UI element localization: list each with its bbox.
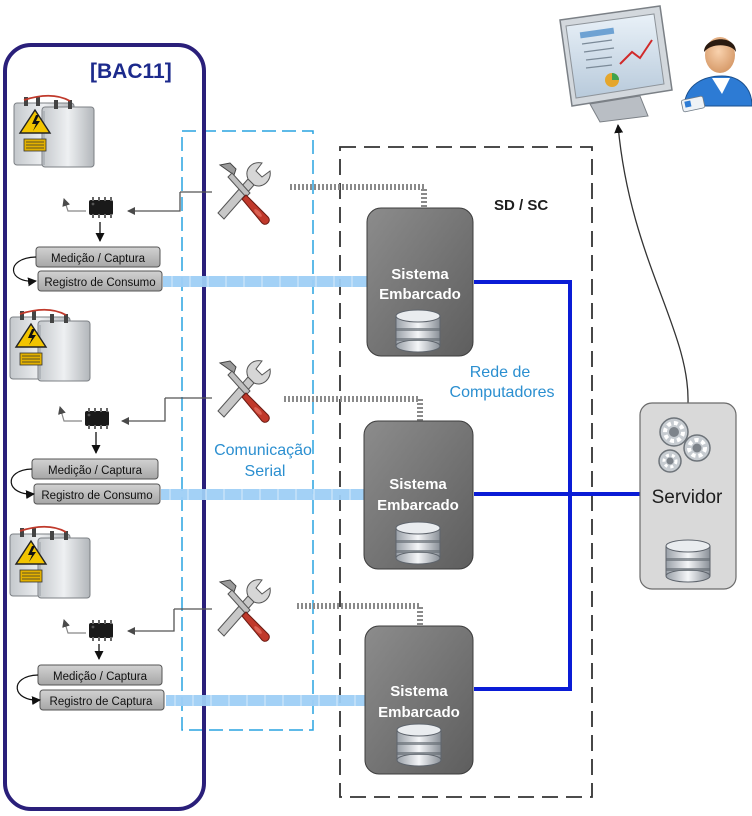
database-icon [395, 309, 441, 353]
network-label-line-1: Rede de [470, 364, 531, 381]
user-avatar-icon [680, 37, 752, 113]
sd-sc-zone-border [339, 146, 593, 798]
capture-block-1: Medição / Captura Registro de Consumo Si… [12, 94, 474, 357]
database-icon [665, 539, 711, 583]
embedded-label-line-1: Sistema [391, 266, 449, 283]
chip-side-arrow [58, 406, 82, 422]
embedded-label-line-2: Embarcado [378, 704, 460, 721]
tools-icon [217, 360, 271, 423]
network-links [474, 280, 640, 691]
capture-label: Medição / Captura [51, 253, 146, 265]
chip-side-arrow [62, 619, 86, 634]
register-label: Registro de Consumo [44, 277, 155, 289]
chip-icon [85, 408, 109, 429]
network-link-3 [474, 494, 572, 691]
tool-cable [284, 396, 423, 421]
server-to-user-arrow [614, 124, 689, 404]
chip-link [127, 609, 175, 635]
energy-meter-icon [13, 94, 95, 168]
embedded-label-line-1: Sistema [389, 476, 447, 493]
capture-block-2: Medição / Captura Registro de Consumo Si… [9, 308, 474, 570]
embedded-node [363, 420, 474, 570]
register-label: Registro de Consumo [41, 490, 152, 502]
network-label-line-2: Computadores [450, 384, 555, 401]
capture-label: Medição / Captura [48, 465, 143, 477]
tool-cable [290, 184, 427, 208]
sd-sc-label: SD / SC [494, 197, 548, 214]
serial-link [163, 276, 367, 287]
bac11-label: [BAC11] [90, 60, 172, 83]
server-node: Servidor [639, 402, 737, 590]
register-label: Registro de Captura [50, 696, 154, 708]
database-icon [396, 723, 442, 767]
energy-meter-icon [9, 308, 91, 382]
embedded-label-line-1: Sistema [390, 683, 448, 700]
chip-icon [89, 620, 113, 641]
loop-arrow [16, 674, 41, 706]
gears-icon [658, 417, 711, 473]
embedded-node [366, 207, 474, 357]
bac11-container [3, 43, 206, 811]
capture-label: Medição / Captura [53, 671, 148, 683]
capture-block-3: Medição / Captura Registro de Captura Si… [9, 525, 474, 775]
embedded-label-line-2: Embarcado [379, 286, 461, 303]
serial-link [161, 489, 367, 500]
chip-link [121, 398, 166, 425]
tool-cable [297, 603, 423, 626]
chip-icon [89, 197, 113, 218]
loop-arrow [10, 468, 35, 500]
chip-side-arrow [62, 198, 86, 212]
register-box [37, 270, 163, 292]
server-box [639, 402, 737, 590]
serial-link [166, 695, 367, 706]
loop-arrow [12, 256, 37, 287]
embedded-node [364, 625, 474, 775]
network-link-1 [474, 280, 572, 494]
energy-meter-icon [9, 525, 91, 599]
database-icon [395, 521, 441, 565]
embedded-label-line-2: Embarcado [377, 497, 459, 514]
server-label: Servidor [652, 487, 723, 508]
chip-link [127, 192, 181, 215]
monitor-icon [559, 5, 673, 123]
serial-label-line-2: Serial [245, 463, 286, 480]
tools-icon [217, 162, 271, 225]
serial-label-line-1: Comunicação [214, 442, 312, 459]
tools-icon [217, 579, 271, 642]
serial-zone-border [181, 130, 314, 731]
